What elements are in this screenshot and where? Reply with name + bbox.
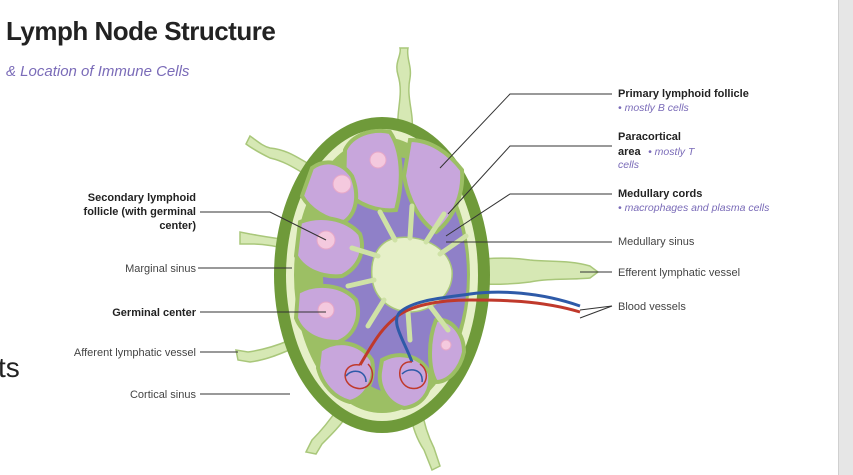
label-medullary-cords-note: • macrophages and plasma cells <box>618 202 770 214</box>
leader-paracortical <box>447 145 612 215</box>
page-title: Lymph Node Structure <box>6 16 276 46</box>
top-afferent-vessel <box>396 47 414 131</box>
leader-secondary <box>200 211 327 241</box>
germinal-center-right <box>440 339 452 351</box>
medulla <box>370 236 453 313</box>
label-primary-follicle-note: • mostly B cells <box>618 102 690 114</box>
label-secondary-1: Secondary lymphoid <box>88 192 196 204</box>
follicle-lobe-bottom-right <box>428 317 467 385</box>
vein <box>395 290 581 363</box>
germinal-centers <box>316 151 452 351</box>
label-paracortical-1: Paracortical <box>618 131 681 143</box>
germinal-center-upper-left <box>332 174 352 194</box>
blood-vessels <box>344 290 581 390</box>
label-efferent-vessel: Efferent lymphatic vessel <box>618 267 740 279</box>
venule-loop-right <box>401 369 423 383</box>
label-secondary-3: center) <box>159 220 196 232</box>
capillary-loop-right <box>399 361 428 390</box>
scrollbar-track[interactable] <box>838 0 853 475</box>
leader-lines <box>198 93 613 395</box>
label-paracortical-note-2: cells <box>618 159 640 171</box>
label-cortical-sinus: Cortical sinus <box>130 389 197 401</box>
label-germinal-center: Germinal center <box>112 307 196 319</box>
capillary-loop-left <box>344 363 374 390</box>
leader-blood-2 <box>579 305 613 319</box>
medullary-cords <box>345 203 469 343</box>
label-medullary-cords: Medullary cords <box>618 188 702 200</box>
follicle-lobe-top <box>341 129 403 213</box>
leader-primary-follicle <box>439 93 612 169</box>
label-paracortical-line2: area • mostly T <box>618 142 696 159</box>
label-medullary-sinus: Medullary sinus <box>618 236 695 248</box>
label-afferent-vessel: Afferent lymphatic vessel <box>74 347 196 359</box>
label-blood-vessels: Blood vessels <box>618 301 686 313</box>
label-paracortical-note-1: • mostly T <box>648 146 696 158</box>
upper-left-afferent-vessel <box>245 134 322 182</box>
germinal-center-top <box>369 151 387 169</box>
label-primary-follicle: Primary lymphoid follicle <box>618 88 749 100</box>
clipped-text-fragment: ts <box>0 352 20 383</box>
label-paracortical-2: area <box>618 146 642 158</box>
leader-medullary-cords <box>445 193 612 237</box>
artery <box>358 298 581 366</box>
label-marginal-sinus: Marginal sinus <box>125 263 196 275</box>
leader-blood-1 <box>579 305 613 311</box>
venule-loop-left <box>345 370 367 383</box>
label-secondary-2: follicle (with germinal <box>84 206 196 218</box>
germinal-center-lower-left <box>317 301 335 319</box>
page-subtitle: & Location of Immune Cells <box>6 63 190 80</box>
lower-left-afferent-vessel <box>235 339 296 363</box>
